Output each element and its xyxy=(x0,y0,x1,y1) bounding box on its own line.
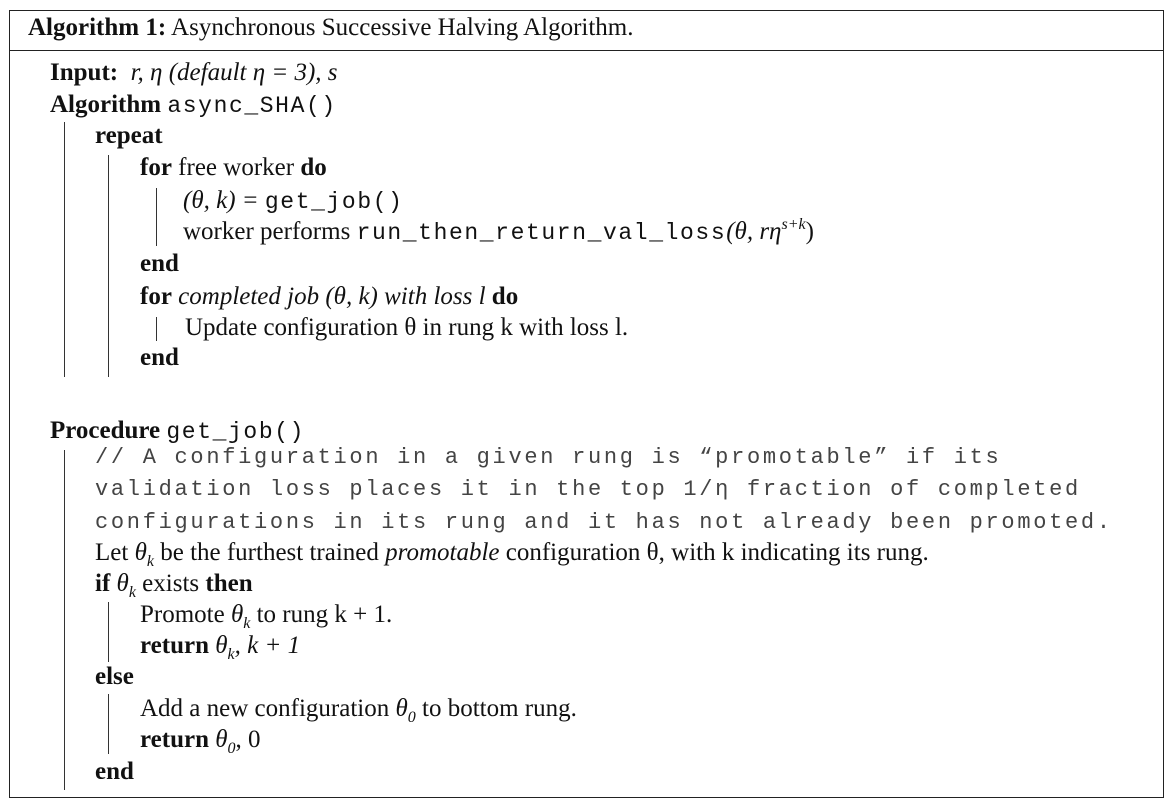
add-theta: θ xyxy=(395,695,408,722)
else-block-rule xyxy=(108,694,109,754)
run-fn-exponent: s+k xyxy=(781,216,806,233)
get-job-call: get_job() xyxy=(264,189,404,215)
promote-prefix: Promote xyxy=(140,601,231,628)
promote-theta: θ xyxy=(230,601,244,628)
return-post-2: , 0 xyxy=(235,726,261,753)
algorithm-block-rule xyxy=(64,122,65,377)
input-params: r, η (default η = 3), s xyxy=(130,59,338,86)
if-line: if θk exists then xyxy=(95,569,253,602)
comment-line-1: // A configuration in a given rung is “p… xyxy=(95,445,1002,470)
then-keyword: then xyxy=(205,570,253,597)
procedure-name: get_job() xyxy=(166,419,306,445)
comment-line-2: validation loss places it in the top 1/η… xyxy=(95,477,1081,502)
add-configuration-line: Add a new configuration θ0 to bottom run… xyxy=(140,694,577,727)
for-keyword-2: for xyxy=(140,283,172,310)
add-prefix: Add a new configuration xyxy=(140,695,396,722)
return-keyword-1: return xyxy=(140,632,209,659)
algorithm-name: async_SHA() xyxy=(167,93,337,119)
for-completed-job-line: for completed job (θ, k) with loss l do xyxy=(140,282,518,312)
run-fn-close: ) xyxy=(805,218,814,245)
for-block-rule-2 xyxy=(156,317,157,341)
procedure-block-rule xyxy=(64,450,65,790)
return-theta-1: θ xyxy=(208,632,228,659)
if-keyword: if xyxy=(95,570,111,597)
run-fn-args: (θ, rη xyxy=(726,218,782,245)
if-condition: exists xyxy=(135,570,206,597)
worker-performs-line: worker performs run_then_return_val_loss… xyxy=(183,216,814,250)
add-post: to bottom rung. xyxy=(415,695,577,722)
procedure-keyword: Procedure xyxy=(50,417,161,444)
caption-label: Algorithm 1: xyxy=(28,14,167,41)
return-post-1: , k + 1 xyxy=(234,632,301,659)
worker-performs-text: worker performs xyxy=(183,218,357,245)
let-promotable: promotable xyxy=(385,539,500,566)
comment-line-3: configurations in its rung and it has no… xyxy=(95,510,1113,535)
return-keyword-2: return xyxy=(140,726,209,753)
repeat-keyword: repeat xyxy=(95,122,163,149)
promote-post: to rung k + 1. xyxy=(250,601,393,628)
input-line: Input: r, η (default η = 3), s xyxy=(50,58,338,88)
end-keyword-1: end xyxy=(140,250,179,277)
for-condition-2: completed job (θ, k) with loss l xyxy=(178,283,486,310)
run-fn-call: run_then_return_val_loss xyxy=(356,220,727,246)
if-sub: k xyxy=(128,584,136,601)
promote-line: Promote θk to rung k + 1. xyxy=(140,600,392,633)
add-sub: 0 xyxy=(407,709,416,726)
procedure-header: Procedure get_job() xyxy=(50,416,305,447)
for-condition: free worker xyxy=(178,154,295,181)
let-mid: be the furthest trained xyxy=(153,539,386,566)
if-theta: θ xyxy=(116,570,129,597)
algorithm-keyword: Algorithm xyxy=(50,91,162,118)
for-free-worker-line: for free worker do xyxy=(140,153,327,183)
if-block-rule xyxy=(108,602,109,662)
algorithm-caption: Algorithm 1: Asynchronous Successive Hal… xyxy=(28,13,634,43)
return-line-1: return θk, k + 1 xyxy=(140,631,300,664)
for-keyword: for xyxy=(140,154,172,181)
let-line: Let θk be the furthest trained promotabl… xyxy=(95,538,929,571)
return-theta-2: θ xyxy=(208,726,228,753)
return-line-2: return θ0, 0 xyxy=(140,725,261,758)
let-post: configuration θ, with k indicating its r… xyxy=(499,539,929,566)
input-keyword: Input: xyxy=(50,59,119,86)
get-job-assign-line: (θ, k) = get_job() xyxy=(183,186,404,217)
let-sub: k xyxy=(146,553,154,570)
assign-lhs: (θ, k) = xyxy=(183,187,265,214)
repeat-block-rule xyxy=(108,155,109,377)
do-keyword: do xyxy=(300,154,327,181)
update-configuration-line: Update configuration θ in rung k with lo… xyxy=(185,314,629,341)
let-prefix: Let xyxy=(95,539,135,566)
let-theta: θ xyxy=(134,539,147,566)
return-sub-1: k xyxy=(227,646,235,663)
for-block-rule xyxy=(156,188,157,246)
do-keyword-2: do xyxy=(491,283,519,310)
algorithm-box xyxy=(9,10,1164,798)
else-keyword: else xyxy=(95,663,134,690)
caption-divider xyxy=(9,50,1164,51)
return-sub-2: 0 xyxy=(227,740,236,757)
end-keyword-2: end xyxy=(140,344,179,371)
promote-sub: k xyxy=(243,615,251,632)
caption-title: Asynchronous Successive Halving Algorith… xyxy=(171,14,634,41)
end-keyword-3: end xyxy=(95,758,134,785)
algorithm-header: Algorithm async_SHA() xyxy=(50,90,337,121)
